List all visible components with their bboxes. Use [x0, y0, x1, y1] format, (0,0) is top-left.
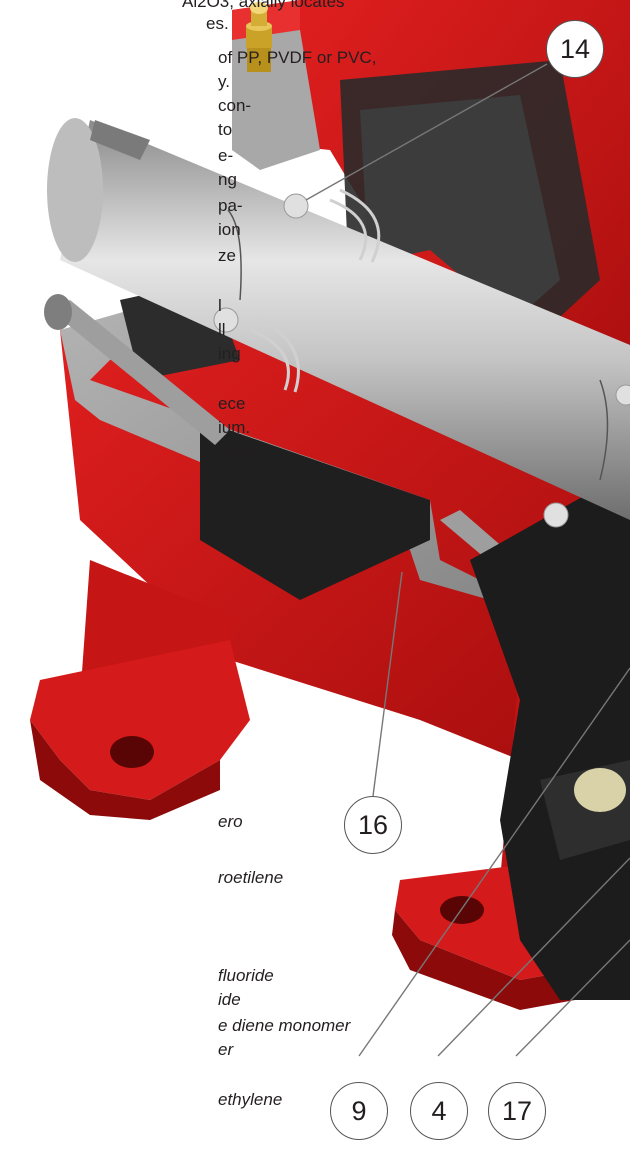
text-line: -thick [212, 442, 253, 461]
text-line: ion [218, 220, 241, 239]
text-line: of PP, PVDF or PVC, [218, 48, 377, 67]
volute-body [470, 470, 630, 1000]
callout-16: 16 [344, 796, 402, 854]
legend-line: er [218, 1040, 234, 1059]
text-line: ium. [218, 418, 251, 437]
legend-line: ethylene [218, 1090, 283, 1109]
text-line: y. [218, 72, 230, 91]
legend-line: ide [218, 990, 241, 1009]
legend-line: e diene monomer [218, 1016, 351, 1035]
text-line: ze [218, 246, 236, 265]
callout-9: 9 [330, 1082, 388, 1140]
text-line: con- [218, 96, 252, 115]
legend-line: ero [218, 812, 243, 831]
legend-line: fluoride [218, 966, 274, 985]
text-line: ng [218, 170, 237, 189]
seal-parts [213, 188, 630, 528]
text-line: ece [218, 394, 246, 413]
legend-line: roetilene [218, 868, 284, 887]
text-line: to [218, 120, 233, 139]
text-line: es. [206, 14, 229, 33]
callout-4: 4 [410, 1082, 468, 1140]
text-line: pa- [218, 196, 243, 215]
text-line: e- [218, 146, 234, 165]
leader-lines [305, 63, 630, 1057]
text-line: ing [218, 344, 241, 363]
callout-14: 14 [546, 20, 604, 78]
callout-17: 17 [488, 1082, 546, 1140]
shaft [47, 118, 630, 520]
text-line: l [218, 296, 222, 315]
text-line: ll [218, 320, 226, 339]
text-line: Al2O3, axially locates [182, 0, 345, 11]
grease-nipple [246, 2, 272, 72]
